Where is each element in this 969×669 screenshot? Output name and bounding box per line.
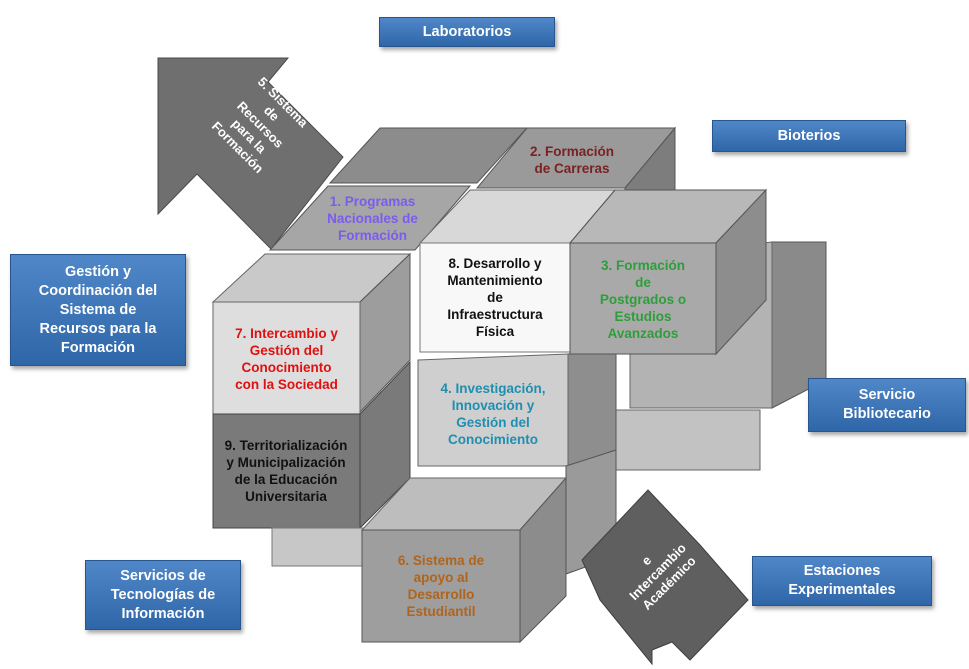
programas-label: 1. Programas Nacionales de Formación	[327, 193, 418, 243]
infraestructura-label: 8. Desarrollo y Mantenimiento de Infraes…	[447, 255, 543, 339]
gestion-box: Gestión y Coordinación del Sistema de Re…	[10, 254, 186, 366]
postgrados-label: 3. Formación de Postgrados o Estudios Av…	[599, 257, 687, 341]
formacion-carreras-label: 2. Formación de Carreras	[529, 144, 615, 176]
programas-top-face	[268, 185, 472, 251]
investigacion-side	[567, 353, 617, 467]
back-top-left-block	[328, 127, 529, 184]
territorializacion-label: 9. Territorialización y Municipalización…	[224, 438, 348, 504]
desarrollo-estudiantil-label: 6. Sistema de apoyo al Desarrollo Estudi…	[397, 553, 485, 619]
investigacion-label: 4. Investigación, Innovación y Gestión d…	[440, 381, 546, 447]
estaciones-box: Estaciones Experimentales	[752, 556, 932, 606]
right-lower-cube	[599, 409, 761, 471]
lower-back-slab	[271, 527, 366, 567]
postgrados-front	[569, 242, 717, 355]
intercambio-academico-arrow	[581, 489, 749, 666]
biblioteca-box: Servicio Bibliotecario	[808, 378, 966, 432]
laboratorios-box: Laboratorios	[379, 17, 555, 47]
desarrollo-front	[361, 529, 521, 643]
intercambio-label: 7. Intercambio y Gestión del Conocimient…	[235, 326, 338, 392]
tecnologias-box: Servicios de Tecnologías de Información	[85, 560, 241, 630]
sistema-recursos-arrow	[157, 57, 344, 250]
bioterios-box: Bioterios	[712, 120, 906, 152]
